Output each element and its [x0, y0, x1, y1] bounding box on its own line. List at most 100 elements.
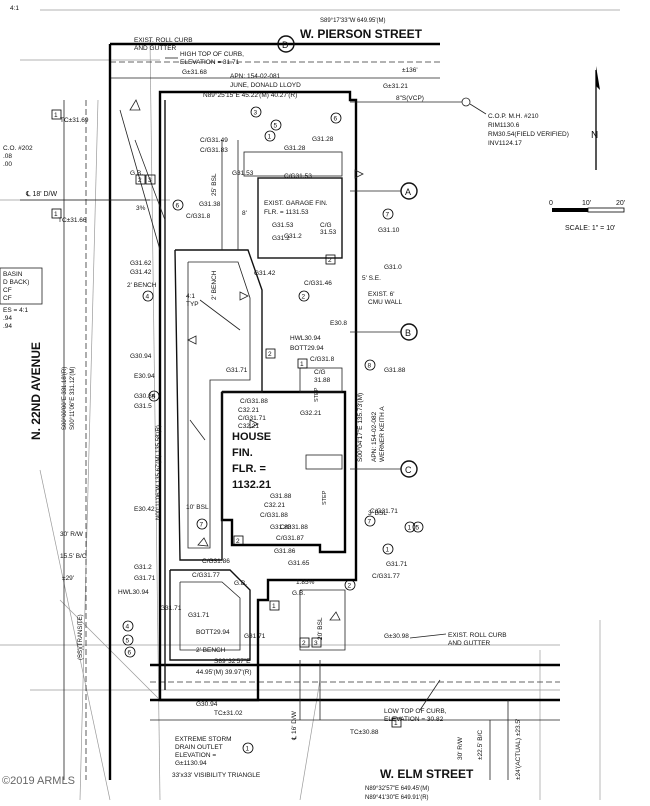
svg-text:2: 2	[268, 351, 272, 358]
elevation-labels: G±31.68TC±31.69TC±31.66C/G31.49C/G31.83G…	[10, 5, 409, 736]
bc-west: 15.5' B/C	[60, 553, 87, 560]
storm-1: EXTREME STORM	[175, 736, 232, 743]
scale-t2: 20'	[616, 200, 625, 207]
section-d: D	[282, 40, 289, 50]
center-bearing: N00°11'06"W 135.67'(M) 135.58'(R)	[156, 425, 162, 520]
keynote-box: 2	[135, 174, 146, 185]
elevation-label: G31.71	[386, 561, 408, 568]
keynote-circle: 4	[122, 620, 134, 632]
svg-text:3: 3	[314, 640, 318, 647]
elevation-label: G31.71	[226, 367, 248, 374]
bc-east: ±22.5' B/C	[477, 730, 484, 760]
dim-136: ±136'	[402, 67, 418, 74]
keynote-circle: 2	[344, 579, 356, 591]
scale-t0: 0	[549, 200, 553, 207]
elevation-label: G±30.98	[384, 633, 409, 640]
section-a: A	[405, 187, 411, 197]
keynote-circle: 6	[172, 199, 184, 211]
svg-text:1: 1	[300, 361, 304, 368]
keynote-circle: 5	[122, 634, 134, 646]
elevation-label: G31.28	[312, 136, 334, 143]
elevation-label: G31.2	[284, 233, 302, 240]
north-street: W. PIERSON STREET S89°17'33"W 649.95'(M)	[110, 18, 440, 79]
elevation-label: C/G31.77	[192, 572, 220, 579]
elevation-label: C/G31.88	[280, 524, 308, 531]
house-line4: 1132.21	[232, 479, 271, 491]
co-1: C.O. #202	[3, 145, 33, 152]
east-labels: ±24'(ACTUAL) ±23.5' 30' R/W ±22.5' B/C	[457, 700, 522, 780]
svg-text:5: 5	[274, 123, 278, 130]
elevation-label: G31.71	[244, 633, 266, 640]
rw-30-east: 30' R/W	[457, 736, 464, 760]
elevation-label: C/G31.8	[310, 356, 335, 363]
west-avenue: N. 22ND AVENUE	[29, 44, 112, 780]
section-b: B	[405, 328, 411, 338]
svg-text:1: 1	[54, 112, 58, 119]
svg-text:1: 1	[246, 746, 250, 753]
elevation-label: 44.95'(M) 39.97'(R)	[196, 669, 252, 676]
svg-text:7: 7	[368, 519, 372, 526]
house-line2: FIN.	[232, 447, 253, 459]
svg-text:1: 1	[386, 547, 390, 554]
grade-north: G±31.21	[383, 83, 408, 90]
north-letter: N	[591, 130, 598, 141]
elevation-label: G31.28	[284, 145, 306, 152]
keynote-box: 3	[145, 174, 156, 185]
keynote-box: 1	[297, 358, 308, 369]
keynote-circle: 5	[148, 390, 160, 402]
dw-16: ℄ 16' D/W	[291, 710, 298, 741]
elevation-label: G31.53	[232, 170, 254, 177]
west-bearing-1: S00°00'00"E 331.18'(R)	[62, 367, 68, 430]
svg-text:4: 4	[146, 294, 150, 301]
elevation-label: G31.0	[384, 264, 402, 271]
property-boundary	[158, 90, 358, 702]
elevation-label: G.B.	[234, 580, 247, 587]
elevation-label: C32.21	[264, 502, 285, 509]
keynote-box: 1	[51, 109, 62, 120]
elevation-label: E30.94	[134, 373, 155, 380]
section-markers: D A B C	[277, 35, 418, 478]
svg-text:2: 2	[348, 583, 352, 590]
elevation-label: E30.42	[134, 506, 155, 513]
step-2: STEP	[322, 490, 328, 505]
typ: TYP	[186, 301, 199, 308]
basin-3: CF	[3, 287, 12, 294]
retention-basins	[169, 249, 346, 661]
transite: (SS)(TRANSITE)	[78, 614, 84, 660]
elevation-label: 31.88	[314, 377, 331, 384]
elevation-label: E30.8	[330, 320, 347, 327]
keynote-circle: 5	[412, 521, 424, 533]
bsl-3: 3' BSL	[368, 510, 387, 517]
svg-text:7: 7	[386, 212, 390, 219]
svg-text:2: 2	[138, 177, 142, 184]
east-actual: ±24'(ACTUAL) ±23.5'	[515, 719, 522, 780]
dim-8: 8'	[242, 210, 247, 217]
elevation-label: G31.10	[378, 227, 400, 234]
elevation-label: HWL30.94	[290, 335, 321, 342]
elevation-label: G.B.	[130, 170, 143, 177]
se-5: 5' S.E.	[362, 275, 381, 282]
elevation-label: 4:1	[10, 5, 19, 12]
svg-text:6: 6	[128, 650, 132, 657]
basin-1: BASIN	[3, 271, 23, 278]
svg-text:5: 5	[126, 638, 130, 645]
manhole-line4: INV1124.17	[488, 140, 522, 147]
bsl-25: 25' BSL	[211, 173, 218, 196]
co-3: .00	[3, 161, 12, 168]
cmu-wall-1: EXIST. 6'	[368, 291, 395, 298]
keynote-circle: 2	[298, 290, 310, 302]
apn-north-line2: JUNE, DONALD LLOYD	[230, 82, 301, 89]
low-curb-2: ELEVATION = 30.82	[384, 716, 444, 723]
storm-2: DRAIN OUTLET	[175, 744, 223, 751]
svg-text:1: 1	[394, 720, 398, 727]
grade-slope: 3%	[136, 205, 146, 212]
manhole-line3: RM30.54(FIELD VERIFIED)	[488, 131, 569, 138]
svg-text:8: 8	[368, 363, 372, 370]
elevation-label: G31.88	[270, 524, 292, 531]
elevation-label: C/G31.77	[372, 573, 400, 580]
west-labels: ℄ 18' D/W 30' R/W 15.5' B/C ±29' S00°00'…	[20, 191, 150, 660]
high-curb-2: ELEVATION = 31.71	[180, 59, 240, 66]
south-bearing-m: N89°32'57"E 649.45'(M)	[365, 786, 429, 792]
east-bearing: S00°04'17"E 135.73'(M)	[356, 393, 364, 462]
